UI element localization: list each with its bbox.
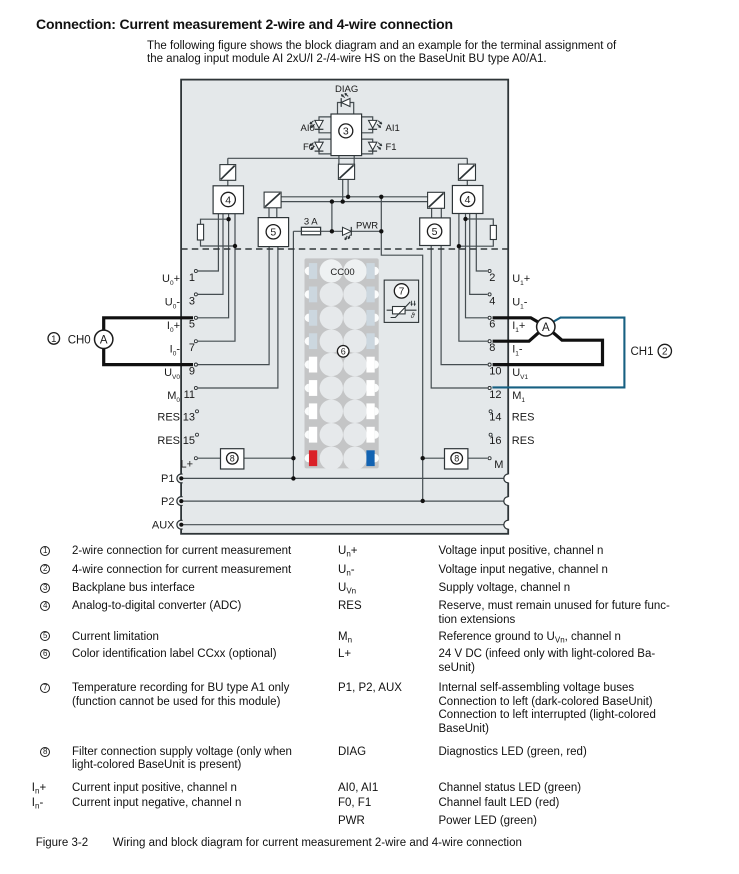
svg-text:15: 15: [183, 435, 195, 447]
svg-text:DIAG: DIAG: [335, 84, 358, 95]
svg-text:5: 5: [432, 226, 438, 238]
svg-text:P2: P2: [161, 496, 174, 508]
svg-text:CH1: CH1: [631, 346, 654, 358]
svg-text:1: 1: [51, 334, 56, 345]
svg-text:4: 4: [489, 295, 495, 307]
svg-text:CH0: CH0: [68, 334, 91, 346]
svg-text:10: 10: [489, 366, 501, 378]
svg-text:F1: F1: [386, 142, 397, 153]
svg-text:UV0: UV0: [164, 367, 180, 381]
svg-text:13: 13: [183, 412, 195, 424]
svg-text:5: 5: [270, 227, 276, 239]
svg-text:I1-: I1-: [512, 343, 523, 357]
svg-text:8: 8: [454, 454, 459, 464]
svg-text:A: A: [542, 322, 550, 334]
svg-text:RES: RES: [157, 435, 180, 447]
svg-text:U1+: U1+: [512, 273, 530, 287]
svg-text:M1: M1: [512, 390, 525, 404]
svg-text:RES: RES: [512, 412, 535, 424]
svg-text:8: 8: [489, 342, 495, 354]
svg-text:3: 3: [343, 126, 349, 138]
svg-text:CC00: CC00: [330, 267, 354, 278]
svg-text:M: M: [494, 459, 503, 471]
svg-text:3 A: 3 A: [304, 217, 318, 228]
svg-text:1: 1: [189, 272, 195, 284]
svg-text:P1: P1: [161, 473, 174, 485]
svg-text:ϑ: ϑ: [411, 313, 416, 320]
svg-text:RES: RES: [512, 435, 535, 447]
svg-text:8: 8: [230, 454, 235, 464]
svg-text:AUX: AUX: [152, 520, 175, 532]
svg-text:12: 12: [489, 389, 501, 401]
svg-text:4: 4: [465, 194, 471, 206]
svg-text:I1+: I1+: [512, 320, 525, 334]
svg-text:AI1: AI1: [386, 123, 400, 134]
svg-text:11: 11: [184, 389, 195, 401]
svg-text:AI0: AI0: [301, 123, 315, 134]
svg-text:L+: L+: [180, 459, 193, 471]
svg-text:7: 7: [399, 287, 405, 298]
svg-text:6: 6: [341, 347, 346, 357]
svg-text:7: 7: [189, 342, 195, 354]
svg-text:A: A: [100, 334, 108, 346]
svg-text:UV1: UV1: [512, 367, 528, 381]
svg-text:PWR: PWR: [356, 220, 378, 231]
svg-text:16: 16: [489, 435, 501, 447]
svg-text:14: 14: [489, 412, 501, 424]
svg-text:U0+: U0+: [162, 273, 180, 287]
svg-text:2: 2: [662, 347, 668, 358]
svg-text:U0-: U0-: [165, 297, 181, 311]
svg-text:9: 9: [189, 366, 195, 378]
svg-text:4: 4: [225, 194, 231, 206]
svg-text:5: 5: [189, 319, 195, 331]
svg-text:2: 2: [489, 272, 495, 284]
svg-text:3: 3: [189, 295, 195, 307]
svg-text:I0+: I0+: [167, 320, 180, 334]
svg-text:F0: F0: [303, 142, 314, 153]
svg-text:U1-: U1-: [512, 297, 528, 311]
svg-text:M0: M0: [167, 390, 180, 404]
svg-text:I0-: I0-: [170, 343, 181, 357]
svg-text:6: 6: [489, 319, 495, 331]
svg-text:RES: RES: [157, 412, 180, 424]
